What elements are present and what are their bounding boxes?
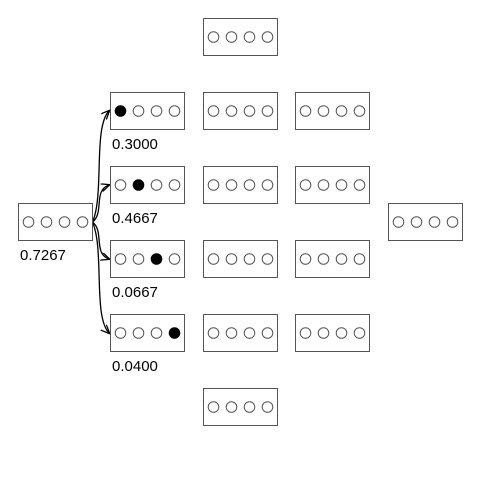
empty-slot <box>225 253 238 265</box>
probability-label: 0.0667 <box>112 284 158 301</box>
edges-layer <box>91 111 110 333</box>
state-node-l2-c <box>203 240 278 278</box>
state-node-l3-a <box>295 92 370 130</box>
empty-slot <box>22 216 35 228</box>
empty-slot <box>40 216 53 228</box>
empty-slot <box>132 327 145 339</box>
empty-slot <box>243 327 256 339</box>
empty-slot <box>261 179 274 191</box>
empty-slot <box>243 179 256 191</box>
empty-slot <box>114 327 127 339</box>
empty-slot <box>225 31 238 43</box>
empty-slot <box>243 401 256 413</box>
empty-slot <box>317 105 330 117</box>
empty-slot <box>132 253 145 265</box>
probability-label: 0.7267 <box>20 247 66 264</box>
empty-slot <box>261 327 274 339</box>
nodes-layer: 0.7267 0.3000 0.4667 0.0667 0.0400 <box>18 18 463 426</box>
empty-slot <box>446 216 459 228</box>
empty-slot <box>168 105 181 117</box>
empty-slot <box>353 105 366 117</box>
state-node-l1-d: 0.0400 <box>110 314 185 375</box>
empty-slot <box>207 105 220 117</box>
empty-slot <box>58 216 71 228</box>
empty-slot <box>353 179 366 191</box>
empty-slot <box>168 253 181 265</box>
empty-slot <box>410 216 423 228</box>
probability-label: 0.4667 <box>112 210 158 227</box>
empty-slot <box>150 105 163 117</box>
filled-slot <box>168 327 181 339</box>
empty-slot <box>168 179 181 191</box>
state-node-l1-a: 0.3000 <box>110 92 185 153</box>
empty-slot <box>299 105 312 117</box>
empty-slot <box>207 253 220 265</box>
empty-slot <box>243 31 256 43</box>
filled-slot <box>132 179 145 191</box>
state-node-l2-bottom <box>203 388 278 426</box>
empty-slot <box>225 179 238 191</box>
empty-slot <box>243 253 256 265</box>
empty-slot <box>428 216 441 228</box>
empty-slot <box>261 105 274 117</box>
state-node-leaf <box>388 203 463 241</box>
empty-slot <box>76 216 89 228</box>
state-node-l1-c: 0.0667 <box>110 240 185 301</box>
empty-slot <box>225 327 238 339</box>
filled-slot <box>114 105 127 117</box>
empty-slot <box>207 327 220 339</box>
empty-slot <box>114 253 127 265</box>
empty-slot <box>353 253 366 265</box>
empty-slot <box>261 401 274 413</box>
empty-slot <box>114 179 127 191</box>
empty-slot <box>335 179 348 191</box>
state-node-l3-d <box>295 314 370 352</box>
state-node-l1-b: 0.4667 <box>110 166 185 227</box>
empty-slot <box>299 327 312 339</box>
probability-label: 0.0400 <box>112 358 158 375</box>
empty-slot <box>335 253 348 265</box>
filled-slot <box>150 253 163 265</box>
empty-slot <box>207 31 220 43</box>
empty-slot <box>317 179 330 191</box>
empty-slot <box>261 253 274 265</box>
empty-slot <box>132 105 145 117</box>
empty-slot <box>317 327 330 339</box>
edge-root-to-l1-d <box>91 221 110 333</box>
empty-slot <box>225 105 238 117</box>
empty-slot <box>335 327 348 339</box>
edge-root-to-l1-a <box>91 111 110 223</box>
empty-slot <box>150 179 163 191</box>
state-node-l2-top <box>203 18 278 56</box>
state-node-l2-b <box>203 166 278 204</box>
empty-slot <box>299 253 312 265</box>
state-node-l3-b <box>295 166 370 204</box>
state-node-l3-c <box>295 240 370 278</box>
edge-root-to-l1-c <box>92 221 110 259</box>
empty-slot <box>207 401 220 413</box>
state-node-root: 0.7267 <box>18 203 93 264</box>
empty-slot <box>353 327 366 339</box>
probability-label: 0.3000 <box>112 136 158 153</box>
empty-slot <box>392 216 405 228</box>
empty-slot <box>261 31 274 43</box>
empty-slot <box>243 105 256 117</box>
empty-slot <box>207 179 220 191</box>
state-node-l2-d <box>203 314 278 352</box>
empty-slot <box>317 253 330 265</box>
edge-root-to-l1-b <box>92 185 110 223</box>
state-node-l2-a <box>203 92 278 130</box>
empty-slot <box>335 105 348 117</box>
empty-slot <box>299 179 312 191</box>
empty-slot <box>150 327 163 339</box>
empty-slot <box>225 401 238 413</box>
